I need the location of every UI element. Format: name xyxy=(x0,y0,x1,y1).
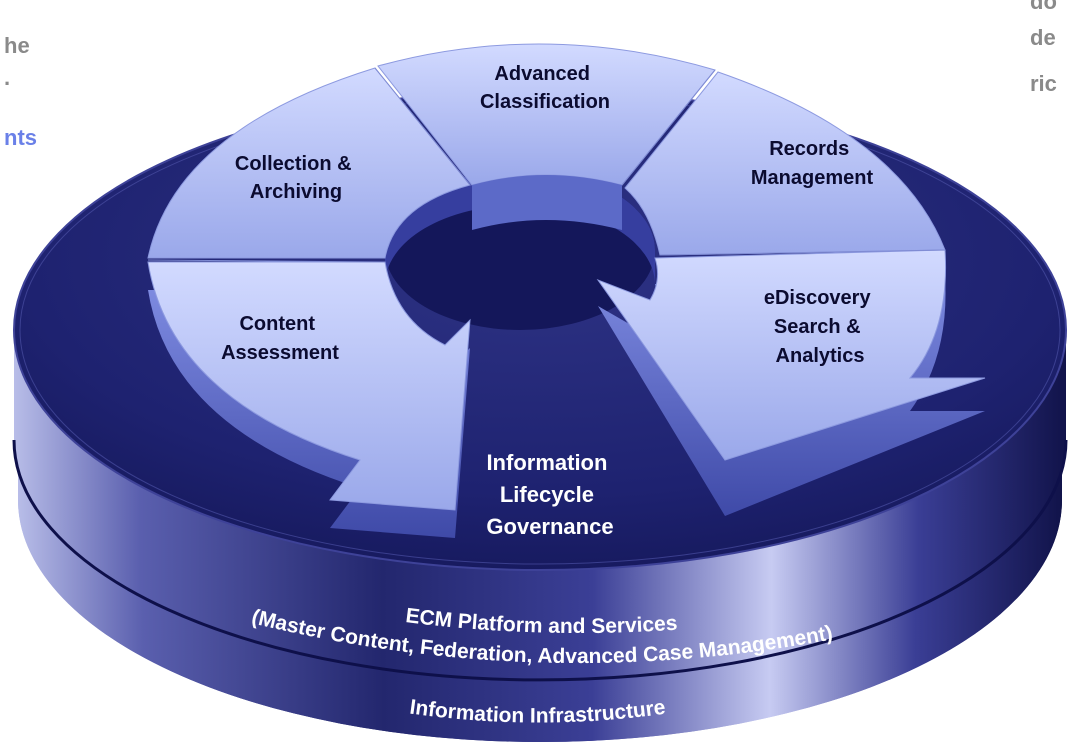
segment-ediscovery xyxy=(596,249,986,461)
background-text-fragment: ric xyxy=(1030,71,1057,96)
segment-collection-archiving xyxy=(147,67,471,259)
label-advanced-classification: Advanced Classification xyxy=(480,63,610,113)
segment-advanced-classification-inner-wall xyxy=(472,175,622,230)
label-ediscovery: eDiscovery Search & Analytics xyxy=(764,287,876,367)
background-text-fragment: he xyxy=(4,33,30,58)
background-text-fragment: de xyxy=(1030,25,1056,50)
background-text-fragment: do xyxy=(1030,0,1057,14)
label-records-management: Records Management xyxy=(751,138,874,189)
label-collection-archiving: Collection & Archiving xyxy=(235,153,357,203)
segment-records-management xyxy=(624,71,946,256)
label-content-assessment: Content Assessment xyxy=(221,313,339,364)
background-text-fragment: . xyxy=(4,65,11,90)
background-text-fragment-accent: nts xyxy=(4,125,37,150)
lifecycle-ring xyxy=(147,43,986,538)
segment-content-assessment xyxy=(147,261,471,511)
center-label: Information Lifecycle Governance xyxy=(486,450,613,539)
